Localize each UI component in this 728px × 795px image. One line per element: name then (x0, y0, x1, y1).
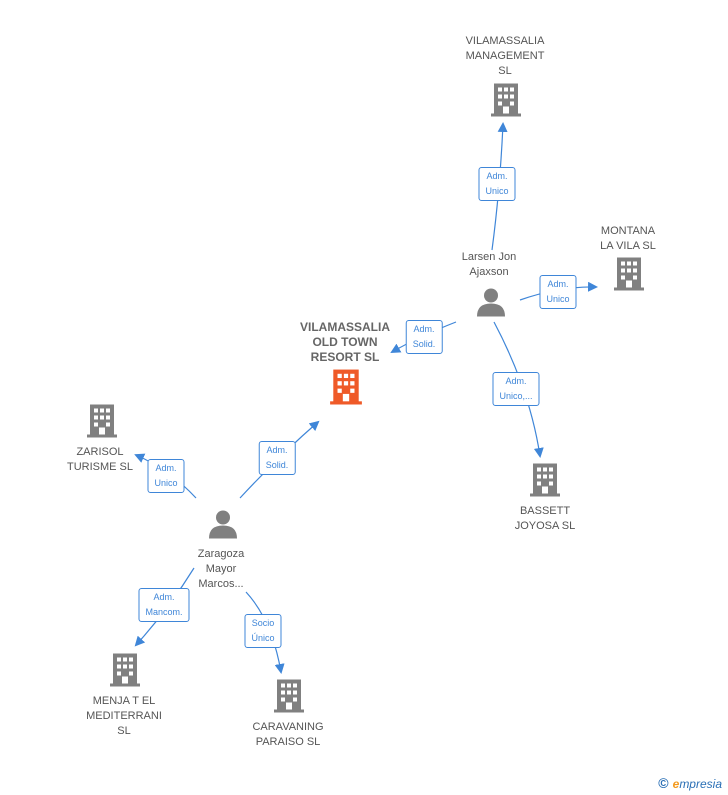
edge-label-larsen-bassett: Adm. Unico,... (492, 372, 540, 406)
edge-label-zaragoza-caravaning: Socio Único (244, 614, 282, 648)
building-icon[interactable] (87, 404, 117, 443)
edge-label-larsen-oldtown: Adm. Solid. (405, 320, 443, 354)
node-label-larsen[interactable]: Larsen Jon Ajaxson (461, 251, 517, 278)
node-label-bassett[interactable]: BASSETT JOYOSA SL (514, 505, 576, 532)
node-label-caravaning[interactable]: CARAVANING PARAISO SL (252, 721, 324, 748)
edge-label-zaragoza-menja: Adm. Mancom. (138, 588, 190, 622)
building-icon[interactable] (491, 83, 521, 122)
copyright-symbol: © (658, 775, 669, 791)
edge-label-larsen-management: Adm. Unico (478, 167, 516, 201)
edge-label-zaragoza-zarisol: Adm. Unico (147, 459, 185, 493)
node-label-montana-la-vila[interactable]: MONTANA LA VILA SL (600, 225, 656, 252)
building-icon[interactable] (274, 679, 304, 718)
brand-name: mpresia (679, 777, 722, 791)
node-label-menja[interactable]: MENJA T EL MEDITERRANI SL (86, 695, 162, 737)
edge-label-zaragoza-oldtown: Adm. Solid. (258, 441, 296, 475)
person-icon[interactable] (476, 287, 506, 322)
node-label-vilamassalia-management[interactable]: VILAMASSALIA MANAGEMENT SL (465, 35, 545, 77)
person-icon[interactable] (208, 509, 238, 544)
edge-label-larsen-montana: Adm. Unico (539, 275, 577, 309)
building-icon[interactable] (110, 653, 140, 692)
node-label-zaragoza[interactable]: Zaragoza Mayor Marcos... (197, 548, 245, 590)
building-icon[interactable] (330, 369, 362, 410)
building-icon[interactable] (614, 257, 644, 296)
building-icon[interactable] (530, 463, 560, 502)
node-label-old-town-resort[interactable]: VILAMASSALIA OLD TOWN RESORT SL (300, 320, 390, 364)
empresia-brand: ©empresia (658, 775, 722, 791)
brand-e: e (672, 777, 680, 791)
node-label-zarisol[interactable]: ZARISOL TURISME SL (66, 446, 134, 473)
